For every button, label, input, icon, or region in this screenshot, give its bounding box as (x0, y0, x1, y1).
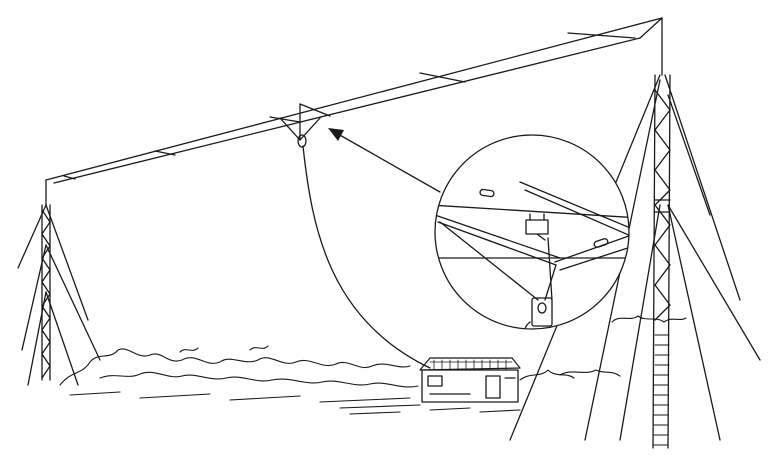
antenna-boom (45, 17, 663, 184)
feedpoint-detail-inset (434, 134, 630, 330)
left-mast (17, 179, 101, 386)
equipment-shelter (419, 357, 521, 403)
ground-vegetation (59, 315, 687, 415)
feed-line (302, 145, 431, 369)
detail-pointer (328, 128, 441, 193)
